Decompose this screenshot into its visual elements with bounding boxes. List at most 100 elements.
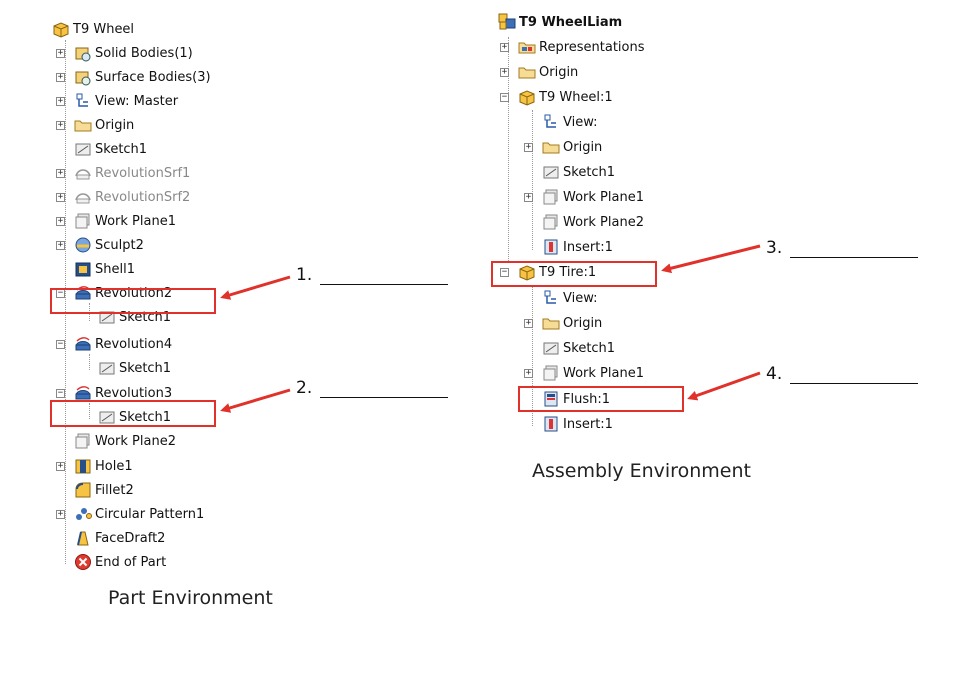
- end-of-part-icon: [74, 553, 92, 571]
- blank-1[interactable]: 1.: [296, 265, 449, 285]
- assembly-tree-item-wheel-work-plane2[interactable]: Work Plane2: [542, 211, 644, 233]
- tree-guide-line: [508, 37, 509, 263]
- assembly-environment-caption: Assembly Environment: [532, 460, 751, 482]
- part-tree-item-sketch1[interactable]: Sketch1: [74, 138, 147, 160]
- blank-3[interactable]: 3.: [766, 238, 919, 258]
- expand-toggle[interactable]: +: [56, 119, 65, 130]
- expand-toggle[interactable]: +: [524, 367, 533, 378]
- part-icon: [518, 88, 536, 106]
- expand-toggle[interactable]: +: [524, 141, 533, 152]
- answer-line[interactable]: [320, 381, 449, 398]
- insert-constraint-icon: [542, 415, 560, 433]
- arrow-1: [220, 275, 291, 300]
- assembly-tree-item-t9-tire[interactable]: − T9 Tire:1: [500, 264, 597, 281]
- part-tree-item-revolution3-sketch1[interactable]: Sketch1: [98, 406, 171, 428]
- representations-icon: [518, 38, 536, 56]
- part-tree-item-fillet2[interactable]: Fillet2: [74, 479, 134, 501]
- collapse-toggle[interactable]: −: [56, 387, 65, 398]
- work-plane-icon: [542, 188, 560, 206]
- assembly-tree-item-wheel-sketch1[interactable]: Sketch1: [542, 161, 615, 183]
- expand-toggle[interactable]: +: [56, 95, 65, 106]
- expand-toggle[interactable]: +: [500, 66, 509, 77]
- part-tree-item-facedraft2[interactable]: FaceDraft2: [74, 527, 165, 549]
- assembly-tree-item-tire-flush1[interactable]: Flush:1: [542, 388, 610, 410]
- sketch-icon: [542, 339, 560, 357]
- highlight-box-revolution2: [50, 288, 216, 314]
- part-tree-item-shell1[interactable]: Shell1: [74, 258, 135, 280]
- part-tree-item-revolutionsrf2[interactable]: + RevolutionSrf2: [56, 188, 191, 206]
- part-tree-item-work-plane2[interactable]: Work Plane2: [74, 430, 176, 452]
- expand-toggle[interactable]: +: [524, 317, 533, 328]
- expand-toggle[interactable]: +: [56, 215, 65, 226]
- expand-toggle[interactable]: +: [56, 167, 65, 178]
- expand-toggle[interactable]: +: [56, 508, 65, 519]
- assembly-tree-item-wheel-view[interactable]: View:: [542, 111, 598, 133]
- surface-bodies-icon: [74, 68, 92, 86]
- answer-line[interactable]: [790, 241, 919, 258]
- assembly-tree-item-tire-view[interactable]: View:: [542, 287, 598, 309]
- assembly-tree-item-wheel-work-plane1[interactable]: + Work Plane1: [524, 188, 644, 206]
- part-tree-item-hole1[interactable]: + Hole1: [56, 458, 133, 474]
- part-tree-item-surface-bodies[interactable]: + Surface Bodies(3): [56, 68, 211, 86]
- part-icon: [52, 20, 70, 38]
- collapse-toggle[interactable]: −: [56, 338, 65, 349]
- assembly-tree-item-origin[interactable]: + Origin: [500, 63, 579, 81]
- insert-constraint-icon: [542, 238, 560, 256]
- collapse-toggle[interactable]: −: [500, 91, 509, 102]
- part-tree-item-circular-pattern1[interactable]: + Circular Pattern1: [56, 505, 205, 523]
- expand-toggle[interactable]: +: [56, 47, 65, 58]
- revolution-surface-icon: [74, 188, 92, 206]
- part-tree-root[interactable]: T9 Wheel: [52, 18, 134, 40]
- solid-bodies-icon: [74, 44, 92, 62]
- part-tree-item-revolution4[interactable]: − Revolution4: [56, 335, 173, 353]
- face-draft-icon: [74, 529, 92, 547]
- expand-toggle[interactable]: +: [56, 460, 65, 471]
- assembly-tree-item-wheel-origin[interactable]: + Origin: [524, 138, 603, 156]
- assembly-tree-item-tire-work-plane1[interactable]: + Work Plane1: [524, 365, 644, 381]
- blank-2[interactable]: 2.: [296, 378, 449, 398]
- flush-constraint-icon: [542, 390, 560, 408]
- highlight-box-flush: [518, 386, 684, 412]
- assembly-tree-item-wheel-insert1[interactable]: Insert:1: [542, 236, 613, 258]
- arrow-2: [220, 388, 291, 413]
- blank-4[interactable]: 4.: [766, 364, 919, 384]
- assembly-tree-item-representations[interactable]: + Representations: [500, 38, 645, 56]
- circular-pattern-icon: [74, 505, 92, 523]
- expand-toggle[interactable]: +: [56, 191, 65, 202]
- answer-line[interactable]: [790, 367, 919, 384]
- view-icon: [542, 113, 560, 131]
- revolution-icon: [74, 384, 92, 402]
- part-tree-item-solid-bodies[interactable]: + Solid Bodies(1): [56, 44, 193, 62]
- work-plane-icon: [74, 432, 92, 450]
- assembly-tree-root-label: T9 WheelLiam: [519, 14, 623, 30]
- folder-icon: [518, 63, 536, 81]
- assembly-tree-item-tire-origin[interactable]: + Origin: [524, 315, 603, 331]
- part-tree-item-sculpt2[interactable]: + Sculpt2: [56, 237, 144, 253]
- assembly-tree-root[interactable]: T9 WheelLiam: [498, 11, 622, 33]
- part-tree-item-revolution4-sketch1[interactable]: Sketch1: [98, 357, 171, 379]
- work-plane-icon: [74, 212, 92, 230]
- shell-icon: [74, 260, 92, 278]
- part-tree-item-view-master[interactable]: + View: Master: [56, 93, 179, 109]
- expand-toggle[interactable]: +: [524, 191, 533, 202]
- expand-toggle[interactable]: +: [56, 239, 65, 250]
- part-tree-item-end-of-part[interactable]: End of Part: [74, 551, 166, 573]
- assembly-tree-item-tire-insert1[interactable]: Insert:1: [542, 413, 613, 435]
- arrow-3: [661, 244, 761, 274]
- sketch-icon: [98, 359, 116, 377]
- assembly-tree-item-tire-sketch1[interactable]: Sketch1: [542, 337, 615, 359]
- expand-toggle[interactable]: +: [56, 71, 65, 82]
- folder-icon: [542, 138, 560, 156]
- assembly-tree-item-t9-wheel[interactable]: − T9 Wheel:1: [500, 88, 613, 106]
- tree-guide-line: [65, 40, 66, 564]
- part-tree-root-label: T9 Wheel: [73, 21, 135, 37]
- revolution-icon: [74, 335, 92, 353]
- part-tree-item-work-plane1[interactable]: + Work Plane1: [56, 212, 176, 230]
- expand-toggle[interactable]: +: [500, 41, 509, 52]
- work-plane-icon: [542, 213, 560, 231]
- part-tree-item-revolution3[interactable]: − Revolution3: [56, 384, 173, 402]
- part-tree-item-revolutionsrf1[interactable]: + RevolutionSrf1: [56, 165, 191, 181]
- collapse-toggle[interactable]: −: [500, 266, 509, 277]
- answer-line[interactable]: [320, 268, 449, 285]
- part-tree-item-origin[interactable]: + Origin: [56, 117, 135, 133]
